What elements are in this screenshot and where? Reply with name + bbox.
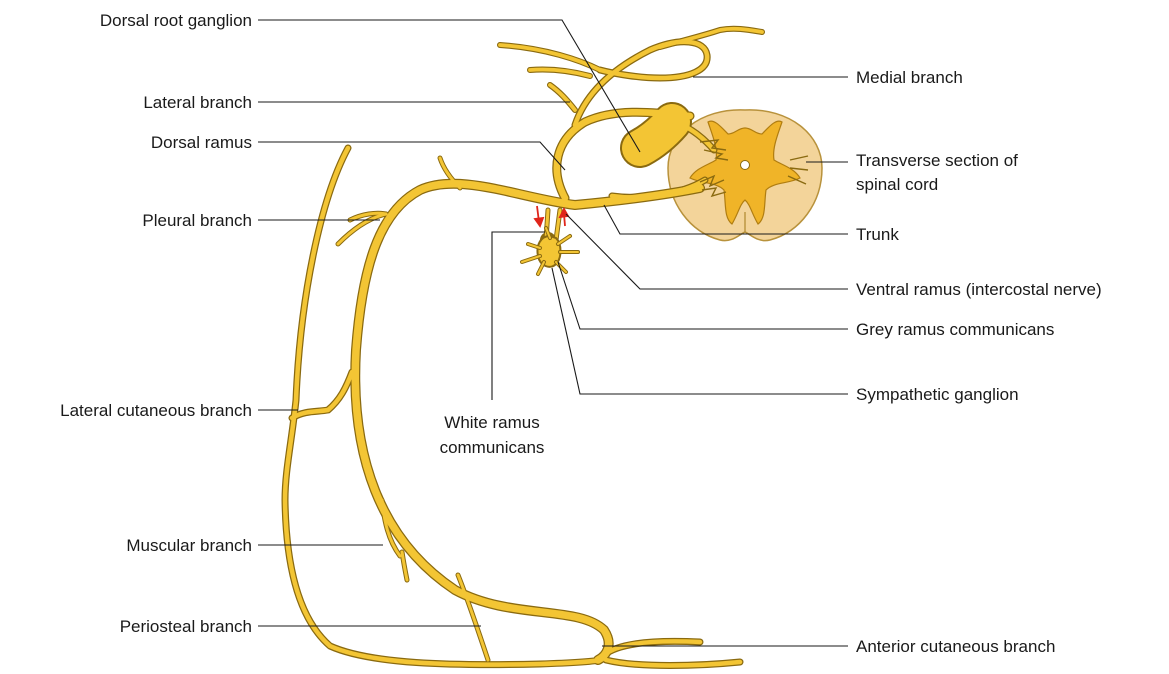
label-medial-branch: Medial branch bbox=[856, 68, 963, 87]
label-white-ramus-line2: communicans bbox=[440, 438, 545, 457]
lateral-branch-nerve bbox=[550, 85, 575, 110]
periosteal-branch-nerve bbox=[458, 575, 488, 660]
label-lateral-branch: Lateral branch bbox=[143, 93, 252, 112]
label-white-ramus-line1: White ramus bbox=[444, 413, 539, 432]
label-dorsal-ramus: Dorsal ramus bbox=[151, 133, 252, 152]
dorsal-root-ganglion-shape bbox=[640, 122, 672, 148]
sympathetic-ganglion-shape bbox=[522, 228, 578, 274]
label-pleural-branch: Pleural branch bbox=[142, 211, 252, 230]
label-transverse-section-line2: spinal cord bbox=[856, 175, 938, 194]
label-trunk: Trunk bbox=[856, 225, 899, 244]
label-grey-ramus: Grey ramus communicans bbox=[856, 320, 1054, 339]
label-transverse-section-line1: Transverse section of bbox=[856, 151, 1018, 170]
direction-arrows bbox=[535, 206, 568, 226]
medial-branch-nerve bbox=[660, 29, 762, 47]
label-dorsal-root-ganglion: Dorsal root ganglion bbox=[100, 11, 252, 30]
label-muscular-branch: Muscular branch bbox=[126, 536, 252, 555]
label-anterior-cutaneous-branch: Anterior cutaneous branch bbox=[856, 637, 1055, 656]
central-canal bbox=[741, 161, 750, 170]
label-sympathetic-ganglion: Sympathetic ganglion bbox=[856, 385, 1019, 404]
label-ventral-ramus: Ventral ramus (intercostal nerve) bbox=[856, 280, 1102, 299]
label-lateral-cutaneous-branch: Lateral cutaneous branch bbox=[60, 401, 252, 420]
label-periosteal-branch: Periosteal branch bbox=[120, 617, 252, 636]
